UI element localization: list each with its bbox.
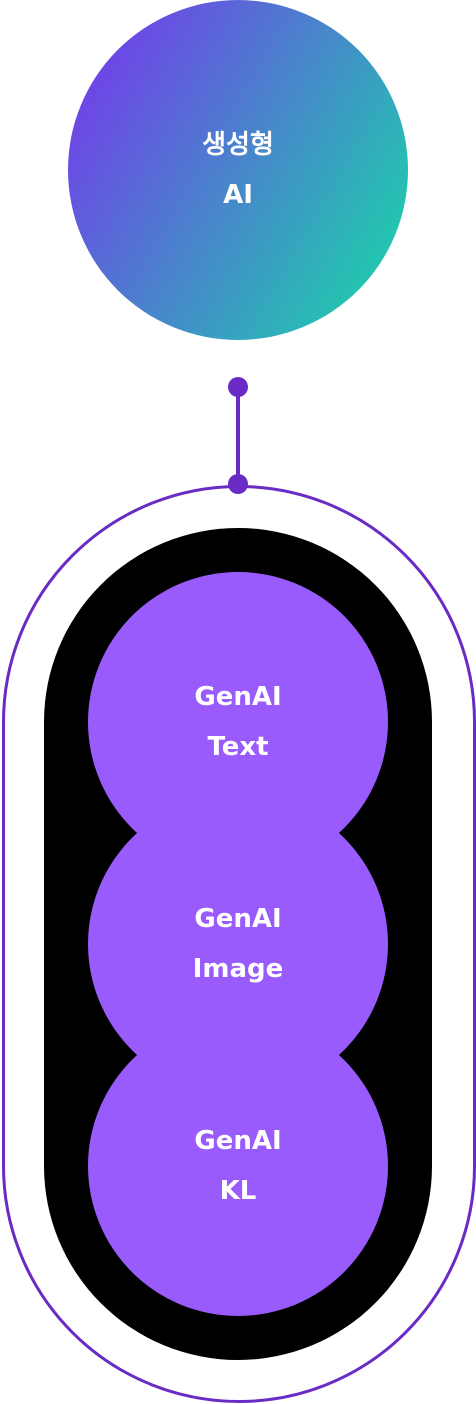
top-node-label-line1: 생성형 [202,130,274,160]
top-node-label-line2: AI [223,180,253,210]
top-node-generative-ai: 생성형 AI [68,0,408,340]
node-genai-kl: GenAI KL [88,1016,388,1316]
node-label-line1: GenAI [194,904,282,934]
connector-line [236,387,240,484]
node-label-line2: Image [192,954,284,984]
outer-capsule-border [2,485,476,1403]
connector-dot-top [228,377,248,397]
node-label-line1: GenAI [194,682,282,712]
node-label-line2: KL [219,1176,257,1206]
node-label-line2: Text [207,732,269,762]
node-label-line1: GenAI [194,1126,282,1156]
